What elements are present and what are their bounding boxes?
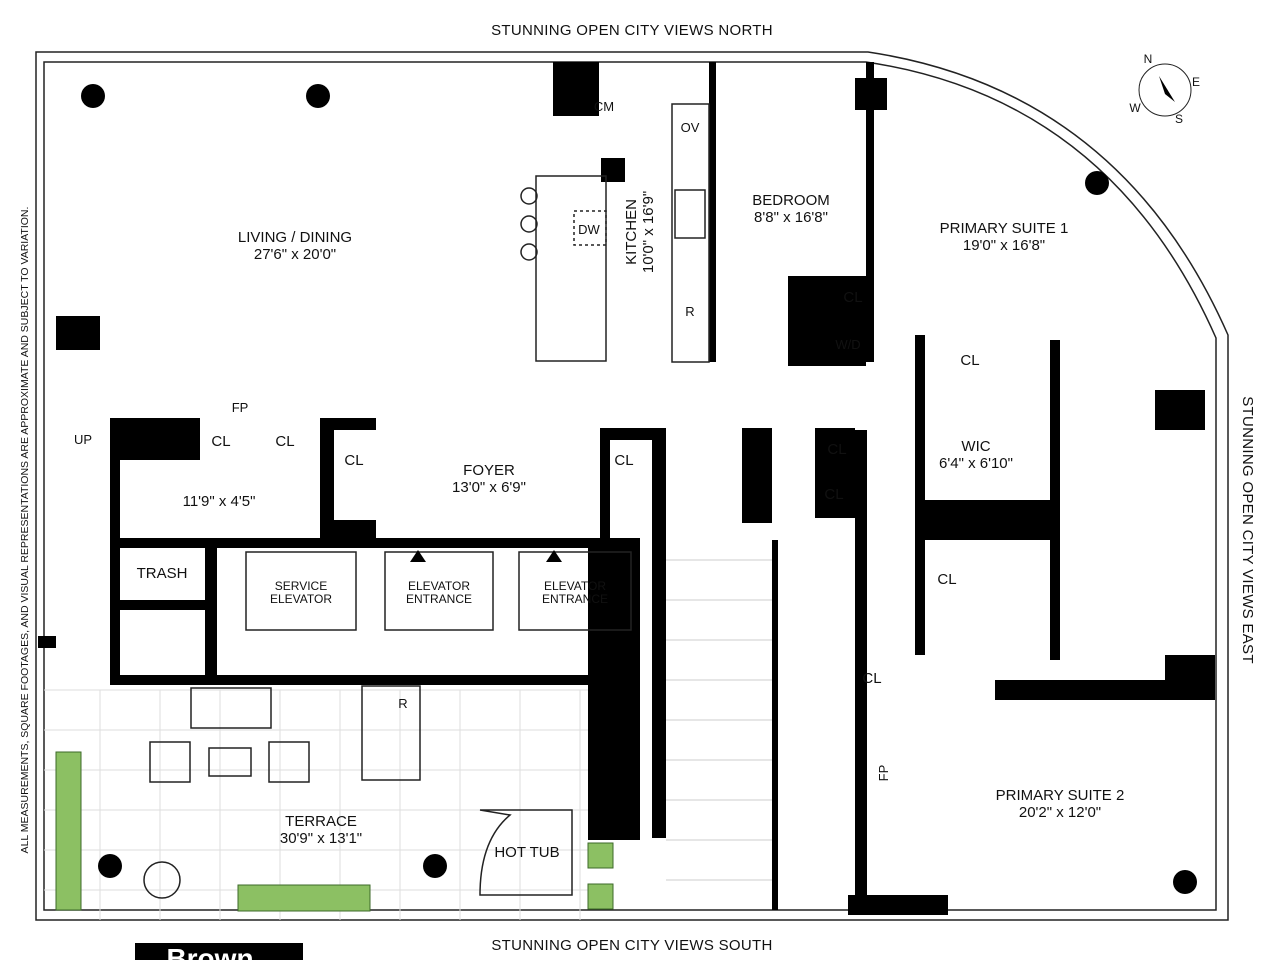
exterior-walls (35, 51, 1229, 921)
foyer-name: FOYER (463, 462, 515, 479)
elevator-entrance-label-2: ENTRANCE (542, 592, 608, 606)
hot-tub-icon (479, 809, 573, 896)
closet-label: CL (344, 452, 363, 469)
washer-dryer-label: W/D (835, 337, 860, 352)
stairs (666, 559, 772, 881)
svg-text:E: E (1192, 75, 1200, 89)
closet-label: CL (614, 452, 633, 469)
disclaimer: ALL MEASUREMENTS, SQUARE FOOTAGES, AND V… (19, 207, 31, 854)
living-name: LIVING / DINING (238, 229, 352, 246)
elevators (245, 550, 632, 631)
columns (81, 84, 1197, 894)
kitchen-island (520, 103, 710, 363)
refrigerator-label: R (398, 696, 407, 711)
closet-label: CL (824, 486, 843, 503)
closet-label: CL (827, 441, 846, 458)
wic-name: WIC (961, 438, 990, 455)
elevator-arrow-icon (410, 550, 426, 562)
svg-text:Brown: Brown (166, 943, 253, 960)
refrigerator-label: R (685, 304, 694, 319)
terrace-furniture (55, 685, 614, 912)
service-elevator-label-2: ELEVATOR (270, 592, 332, 606)
dishwasher-label: DW (578, 222, 600, 237)
fireplace-label: FP (232, 400, 249, 415)
hot-tub-label: HOT TUB (494, 844, 559, 861)
compass-icon: N E S W (1129, 52, 1200, 126)
bedroom-name: BEDROOM (752, 192, 830, 209)
coffee-maker-label: CM (594, 99, 614, 114)
trash-label: TRASH (137, 565, 188, 582)
svg-text:N: N (1144, 52, 1153, 66)
primary1-name: PRIMARY SUITE 1 (940, 220, 1069, 237)
primary1-size: 19'0" x 16'8" (963, 237, 1045, 254)
primary2-size: 20'2" x 12'0" (1019, 804, 1101, 821)
primary2-name: PRIMARY SUITE 2 (996, 787, 1125, 804)
view-east-label: STUNNING OPEN CITY VIEWS EAST (1239, 396, 1256, 664)
stairs-up-label: UP (74, 432, 92, 447)
interior-walls (38, 62, 1215, 915)
foyer-size: 13'0" x 6'9" (452, 479, 526, 496)
svg-text:W: W (1129, 101, 1141, 115)
service-elevator-label: SERVICE (275, 579, 327, 593)
bedroom-size: 8'8" x 16'8" (754, 209, 828, 226)
wic-size: 6'4" x 6'10" (939, 455, 1013, 472)
closet-label: CL (275, 433, 294, 450)
brokerage-logo: Brown (135, 943, 303, 960)
closet-label: CL (843, 289, 862, 306)
living-size: 27'6" x 20'0" (254, 246, 336, 263)
closet-label: CL (937, 571, 956, 588)
closet-label: CL (960, 352, 979, 369)
closet-label: CL (862, 670, 881, 687)
terrace-name: TERRACE (285, 813, 357, 830)
elevator-entrance-label: ELEVATOR (408, 579, 470, 593)
planters (55, 751, 614, 912)
hall-size: 11'9" x 4'5" (183, 493, 256, 510)
elevator-entrance-label: ELEVATOR (544, 579, 606, 593)
kitchen-name: KITCHEN (623, 199, 640, 265)
kitchen-size: 10'0" x 16'9" (640, 191, 657, 273)
terrace-size: 30'9" x 13'1" (280, 830, 362, 847)
view-north-label: STUNNING OPEN CITY VIEWS NORTH (491, 22, 773, 39)
oven-label: OV (681, 120, 700, 135)
closet-label: CL (211, 433, 230, 450)
elevator-entrance-label-2: ENTRANCE (406, 592, 472, 606)
fireplace-label: FP (876, 765, 891, 782)
svg-text:S: S (1175, 112, 1183, 126)
view-south-label: STUNNING OPEN CITY VIEWS SOUTH (491, 937, 772, 954)
elevator-arrow-icon (546, 550, 562, 562)
